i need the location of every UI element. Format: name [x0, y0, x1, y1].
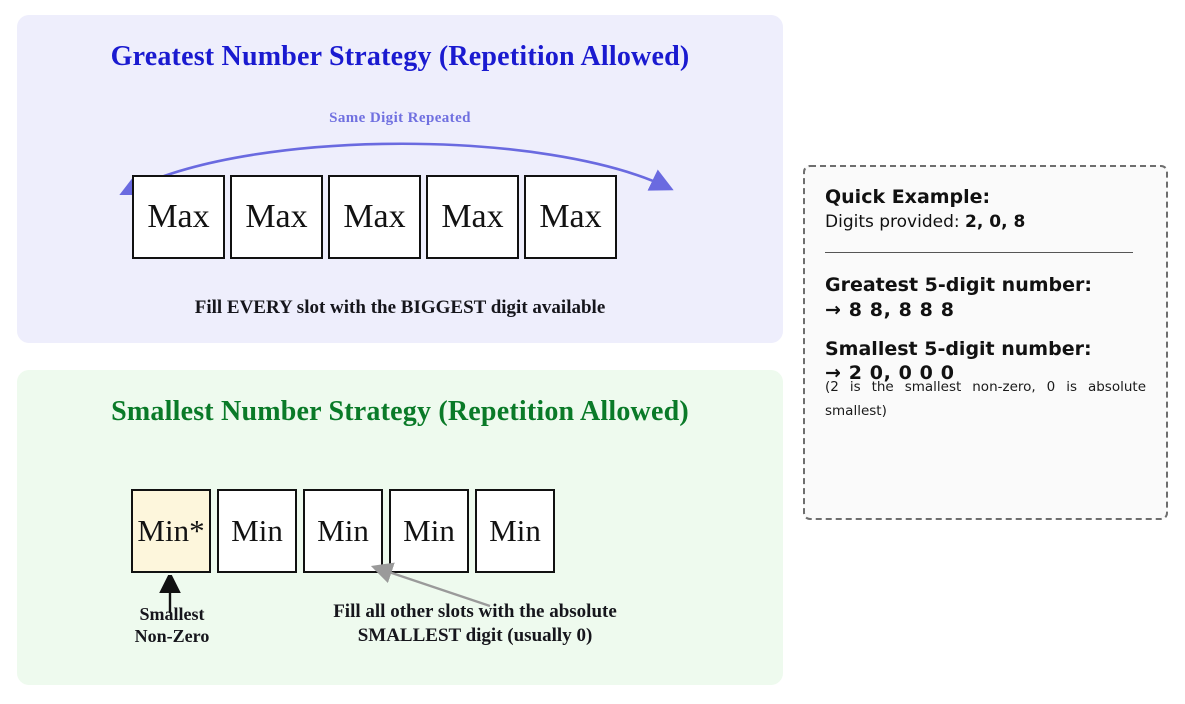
quick-example-heading: Quick Example:: [825, 186, 991, 208]
max-slot-2[interactable]: Max: [230, 175, 323, 259]
divider: [825, 252, 1134, 254]
double-headed-arc-arrow-icon: [118, 142, 674, 195]
smallest-result-block: Smallest 5-digit number: → 2 0, 0 0 0 (2…: [825, 337, 1146, 424]
fill-other-slots-label: Fill all other slots with the absolute S…: [255, 600, 695, 648]
max-slot-3[interactable]: Max: [328, 175, 421, 259]
same-digit-repeated-caption: Same Digit Repeated: [329, 110, 471, 126]
digits-provided-label: Digits provided:: [825, 212, 960, 233]
smallest-result-heading: Smallest 5-digit number:: [825, 337, 1092, 360]
gray-pointer-arrow-icon: [370, 562, 491, 608]
max-slot-4[interactable]: Max: [426, 175, 519, 259]
max-slot-row: Max Max Max Max Max: [132, 175, 617, 259]
smallest-result-note: (2 is the smallest non-zero, 0 is absolu…: [825, 378, 1146, 419]
max-slot-5[interactable]: Max: [524, 175, 617, 259]
smallest-non-zero-line1: Smallest: [139, 604, 205, 624]
greatest-result-heading: Greatest 5-digit number:: [825, 274, 1092, 297]
quick-example-card: Quick Example: Digits provided: 2, 0, 8 …: [803, 165, 1168, 520]
greatest-result-block: Greatest 5-digit number: → 8 8, 8 8 8: [825, 273, 1146, 320]
min-slot-row: Min* Min Min Min Min: [131, 489, 555, 573]
fill-other-line2: SMALLEST digit (usually 0): [357, 624, 593, 646]
max-slot-1[interactable]: Max: [132, 175, 225, 259]
min-slot-5[interactable]: Min: [475, 489, 555, 573]
greatest-panel-footnote: Fill EVERY slot with the BIGGEST digit a…: [194, 297, 606, 318]
smallest-result-value: → 2 0, 0 0 0: [825, 361, 955, 384]
min-slot-2[interactable]: Min: [217, 489, 297, 573]
min-slot-3[interactable]: Min: [303, 489, 383, 573]
min-slot-1-highlighted[interactable]: Min*: [131, 489, 211, 573]
smallest-non-zero-line2: Non-Zero: [134, 625, 210, 646]
smallest-panel-title: Smallest Number Strategy (Repetition All…: [111, 396, 689, 427]
greatest-panel-title: Greatest Number Strategy (Repetition All…: [110, 41, 690, 72]
fill-other-line1: Fill all other slots with the absolute: [333, 601, 617, 622]
min-slot-4[interactable]: Min: [389, 489, 469, 573]
up-arrow-icon: [159, 575, 181, 613]
digits-provided-row: Digits provided: 2, 0, 8: [825, 211, 1146, 234]
smallest-non-zero-label: Smallest Non-Zero: [108, 604, 236, 648]
greatest-result-value: → 8 8, 8 8 8: [825, 298, 955, 321]
greatest-number-strategy-panel: Greatest Number Strategy (Repetition All…: [17, 15, 783, 343]
digits-provided-value: 2, 0, 8: [965, 212, 1026, 233]
